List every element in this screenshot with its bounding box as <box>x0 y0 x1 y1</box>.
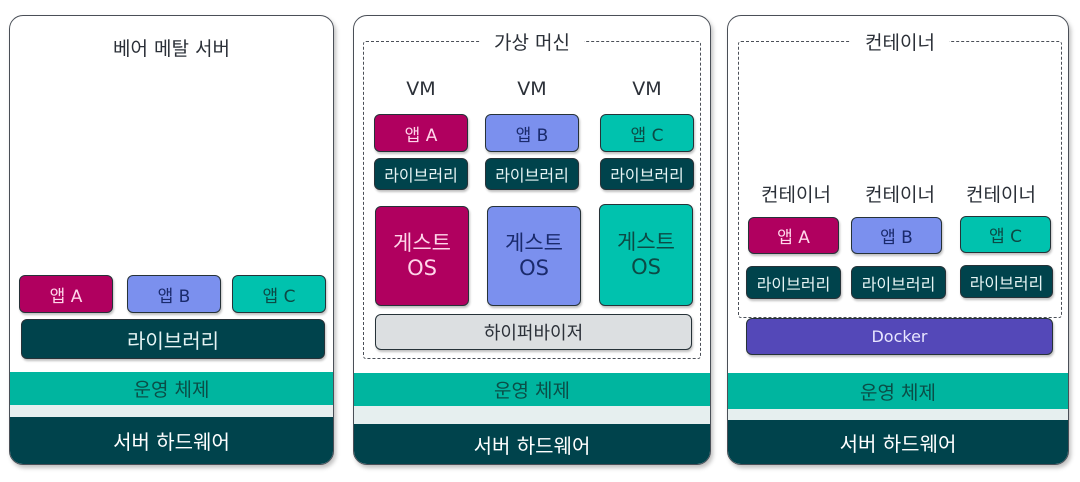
bare-metal-title: 베어 메탈 서버 <box>113 38 230 60</box>
server-hardware-layer: 서버 하드웨어 <box>10 417 333 464</box>
operating-system-layer: 운영 체제 <box>10 372 333 405</box>
app-c-box: 앱 C <box>960 216 1051 253</box>
hypervisor-box: 하이퍼바이저 <box>375 314 692 350</box>
guest-os-box: 게스트 OS <box>487 206 581 306</box>
library-box: 라이브러리 <box>600 158 694 190</box>
virtual-machine-group-title: 가상 머신 <box>480 32 584 54</box>
app-a-box: 앱 A <box>374 114 468 152</box>
container-label: 컨테이너 <box>966 184 1036 206</box>
container-label: 컨테이너 <box>865 184 935 206</box>
server-hardware-layer: 서버 하드웨어 <box>354 424 710 464</box>
bare-metal-panel: 베어 메탈 서버 앱 A 앱 B 앱 C 라이브러리 운영 체제 서버 하드웨어 <box>9 15 334 465</box>
layer-separator <box>728 409 1068 420</box>
virtual-machine-group: 가상 머신 <box>363 32 701 359</box>
app-b-box: 앱 B <box>851 217 942 254</box>
docker-runtime-box: Docker <box>746 318 1053 355</box>
container-group-title: 컨테이너 <box>851 32 949 54</box>
library-box: 라이브러리 <box>746 266 841 299</box>
layer-separator <box>354 406 710 424</box>
app-a-box: 앱 A <box>19 275 113 313</box>
container-panel: 컨테이너 컨테이너 앱 A 라이브러리 컨테이너 앱 B 라이브러리 컨테이너 … <box>727 15 1069 465</box>
guest-os-line1: 게스트 <box>505 230 563 255</box>
guest-os-box: 게스트 OS <box>375 206 469 306</box>
vm-label: VM <box>632 78 662 100</box>
library-box: 라이브러리 <box>851 266 946 299</box>
vm-label: VM <box>517 78 547 100</box>
layer-separator <box>10 405 333 417</box>
container-group: 컨테이너 <box>738 32 1062 318</box>
library-box: 라이브러리 <box>21 319 325 359</box>
library-box: 라이브러리 <box>485 158 579 190</box>
guest-os-line1: 게스트 <box>617 229 675 254</box>
server-hardware-layer: 서버 하드웨어 <box>728 420 1068 464</box>
operating-system-layer: 운영 체제 <box>728 373 1068 409</box>
app-b-box: 앱 B <box>485 114 579 152</box>
guest-os-box: 게스트 OS <box>599 204 693 306</box>
guest-os-line2: OS <box>407 256 437 280</box>
operating-system-layer: 운영 체제 <box>354 373 710 406</box>
vm-label: VM <box>406 78 436 100</box>
virtual-machine-panel: 가상 머신 VM 앱 A 라이브러리 게스트 OS VM 앱 B 라이브러리 게… <box>353 15 711 465</box>
container-label: 컨테이너 <box>761 184 831 206</box>
guest-os-line2: OS <box>519 256 549 280</box>
library-box: 라이브러리 <box>960 265 1053 298</box>
app-b-box: 앱 B <box>127 275 221 313</box>
library-box: 라이브러리 <box>374 158 468 190</box>
app-c-box: 앱 C <box>600 114 694 152</box>
guest-os-line1: 게스트 <box>393 230 451 255</box>
guest-os-line2: OS <box>631 255 661 279</box>
app-c-box: 앱 C <box>232 275 326 313</box>
app-a-box: 앱 A <box>748 217 839 254</box>
